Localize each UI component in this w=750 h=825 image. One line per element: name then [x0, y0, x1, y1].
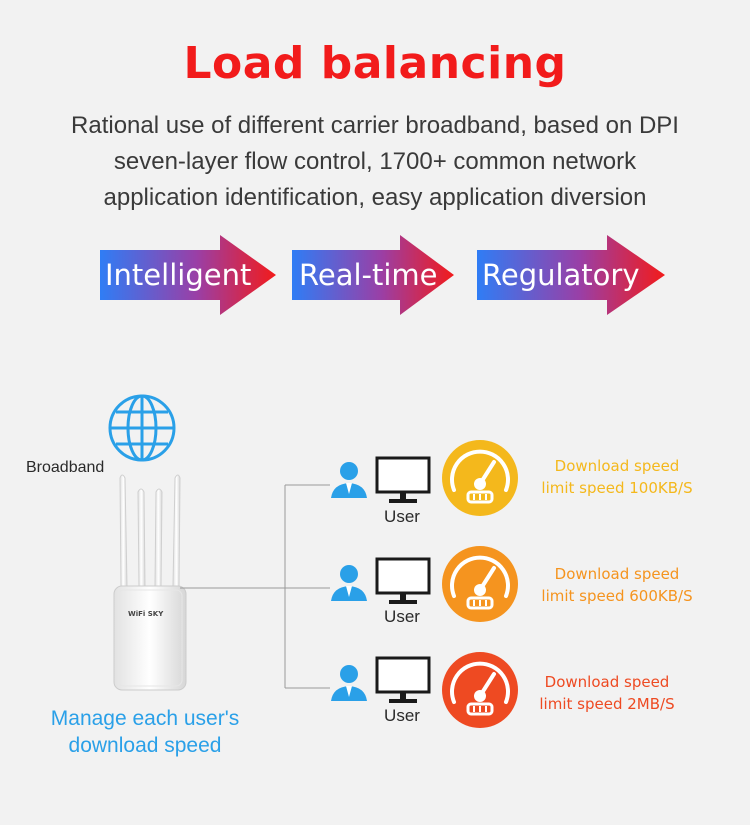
monitor-icon — [375, 557, 431, 604]
page-subtitle: Rational use of different carrier broadb… — [71, 112, 679, 211]
monitor-icon — [375, 656, 431, 703]
speedometer-icon — [442, 440, 518, 516]
speed-label: Download speed limit speed 2MB/S — [512, 671, 702, 715]
router-device — [113, 474, 187, 691]
user-icon — [331, 462, 367, 498]
user-label: User — [384, 607, 420, 626]
arrow-real-time: Real-time — [292, 235, 454, 315]
speed-label-line1: Download speed — [554, 457, 680, 475]
speed-label: Download speed limit speed 100KB/S — [522, 455, 712, 499]
speedometer-icon — [442, 546, 518, 622]
arrow-intelligent: Intelligent — [100, 235, 276, 315]
speedometer-icon — [442, 652, 518, 728]
manage-text-line2: download speed — [68, 734, 222, 757]
arrow-label-intelligent: Intelligent — [105, 258, 252, 292]
monitor-icon — [375, 456, 431, 503]
speed-label-line1: Download speed — [544, 673, 670, 691]
speed-label-line2: limit speed 100KB/S — [541, 479, 693, 497]
manage-text-line1: Manage each user's — [50, 707, 240, 730]
user-label: User — [384, 507, 420, 526]
arrow-label-real-time: Real-time — [299, 258, 438, 292]
broadband-label: Broadband — [26, 459, 105, 476]
arrow-regulatory: Regulatory — [477, 235, 665, 315]
user-icon — [331, 665, 367, 701]
globe-icon — [108, 394, 176, 462]
speed-label: Download speed limit speed 600KB/S — [522, 563, 712, 607]
router-brand-label: WiFi SKY — [128, 610, 164, 618]
manage-text: Manage each user's download speed — [30, 705, 260, 759]
speed-label-line2: limit speed 600KB/S — [541, 587, 693, 605]
arrow-label-regulatory: Regulatory — [482, 258, 640, 292]
user-icon — [331, 565, 367, 601]
page-title: Load balancing — [183, 38, 567, 89]
speed-label-line2: limit speed 2MB/S — [539, 695, 675, 713]
speed-label-line1: Download speed — [554, 565, 680, 583]
user-label: User — [384, 706, 420, 725]
